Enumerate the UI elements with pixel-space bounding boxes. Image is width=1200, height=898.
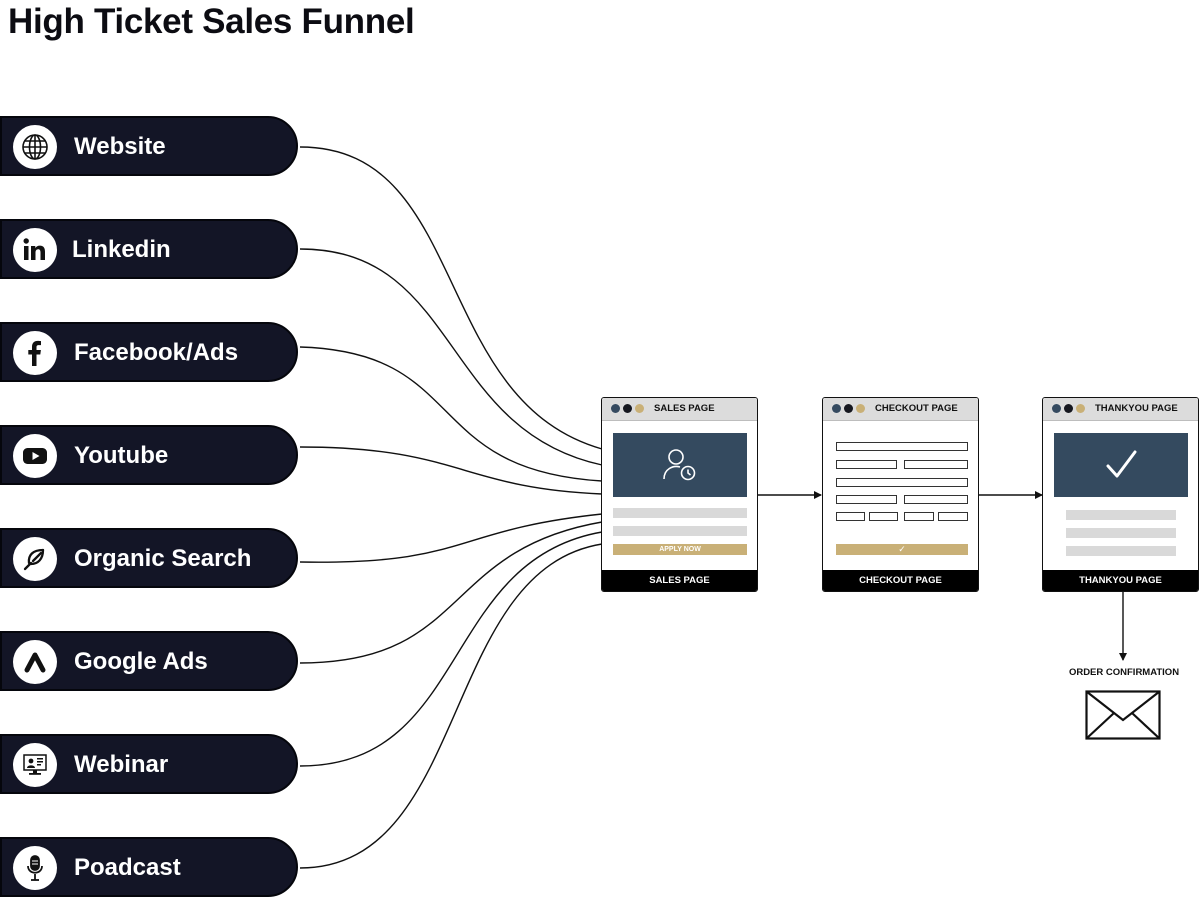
form-field [904, 512, 934, 521]
user-clock-icon [663, 449, 696, 481]
connector-linkedin [299, 248, 603, 466]
connector-poadcast [299, 543, 603, 869]
source-label: Webinar [74, 751, 169, 778]
browser-bar: THANKYOU PAGE [1043, 398, 1198, 421]
placeholder-line [613, 526, 747, 536]
connector-organic-search [299, 513, 603, 563]
window-dot [611, 404, 620, 413]
diagram-title: High Ticket Sales Funnel [8, 2, 415, 41]
linkedin-icon [13, 228, 57, 272]
placeholder-line [1066, 510, 1176, 520]
window-dot [623, 404, 632, 413]
browser-bar-title: SALES PAGE [654, 403, 715, 414]
placeholder-line [1066, 546, 1176, 556]
webinar-icon [13, 743, 57, 787]
source-organic-search: Organic Search [0, 528, 298, 588]
source-label: Linkedin [72, 236, 171, 263]
browser-bar: SALES PAGE [602, 398, 757, 421]
form-field [836, 478, 968, 487]
form-field [904, 495, 968, 504]
window-dot [635, 404, 644, 413]
connector-facebook [299, 346, 603, 482]
browser-bar-title: CHECKOUT PAGE [875, 403, 958, 414]
source-label: Organic Search [74, 545, 252, 572]
connector-youtube [299, 446, 603, 495]
browser-bar-title: THANKYOU PAGE [1095, 403, 1178, 414]
form-field [836, 512, 865, 521]
source-linkedin: Linkedin [0, 219, 298, 279]
window-dot [832, 404, 841, 413]
thankyou-hero [1054, 433, 1188, 497]
microphone-icon [13, 846, 57, 890]
form-field [836, 442, 968, 451]
form-field [836, 460, 897, 469]
source-label: Google Ads [74, 648, 208, 675]
form-field [869, 512, 898, 521]
page-footer: CHECKOUT PAGE [823, 570, 978, 591]
page-footer: THANKYOU PAGE [1043, 570, 1198, 591]
source-youtube: Youtube [0, 425, 298, 485]
envelope-icon [1085, 690, 1161, 740]
browser-bar: CHECKOUT PAGE [823, 398, 978, 421]
source-webinar: Webinar [0, 734, 298, 794]
connector-website [299, 146, 603, 450]
window-dot [844, 404, 853, 413]
form-field [836, 495, 897, 504]
placeholder-line [1066, 528, 1176, 538]
placeholder-line [613, 508, 747, 518]
window-dot [1064, 404, 1073, 413]
connector-webinar [299, 531, 603, 767]
page-footer: SALES PAGE [602, 570, 757, 591]
checkout-page-box: CHECKOUT PAGE ✓ CHECKOUT PAGE [822, 397, 979, 592]
source-website: Website [0, 116, 298, 176]
sales-hero [613, 433, 747, 497]
source-google-ads: Google Ads [0, 631, 298, 691]
form-field [904, 460, 968, 469]
window-dot [1052, 404, 1061, 413]
source-label: Youtube [74, 442, 169, 469]
source-label: Poadcast [74, 854, 181, 881]
source-facebook: Facebook/Ads [0, 322, 298, 382]
checkmark-icon [1106, 450, 1137, 478]
source-label: Facebook/Ads [74, 339, 239, 366]
leaf-search-icon [13, 537, 57, 581]
form-field [938, 512, 968, 521]
thankyou-page-box: THANKYOU PAGE THANKYOU PAGE [1042, 397, 1199, 592]
order-confirmation-label: ORDER CONFIRMATION [1068, 667, 1180, 678]
sales-page-box: SALES PAGE APPLY NOW SALES PAGE [601, 397, 758, 592]
source-label: Website [74, 133, 166, 160]
connector-google-ads [299, 521, 603, 664]
apply-now-button: APPLY NOW [613, 544, 747, 555]
youtube-icon [13, 434, 57, 478]
globe-icon [13, 125, 57, 169]
window-dot [1076, 404, 1085, 413]
facebook-icon [13, 331, 57, 375]
checkout-button: ✓ [836, 544, 968, 555]
source-poadcast: Poadcast [0, 837, 298, 897]
window-dot [856, 404, 865, 413]
google-ads-icon [13, 640, 57, 684]
